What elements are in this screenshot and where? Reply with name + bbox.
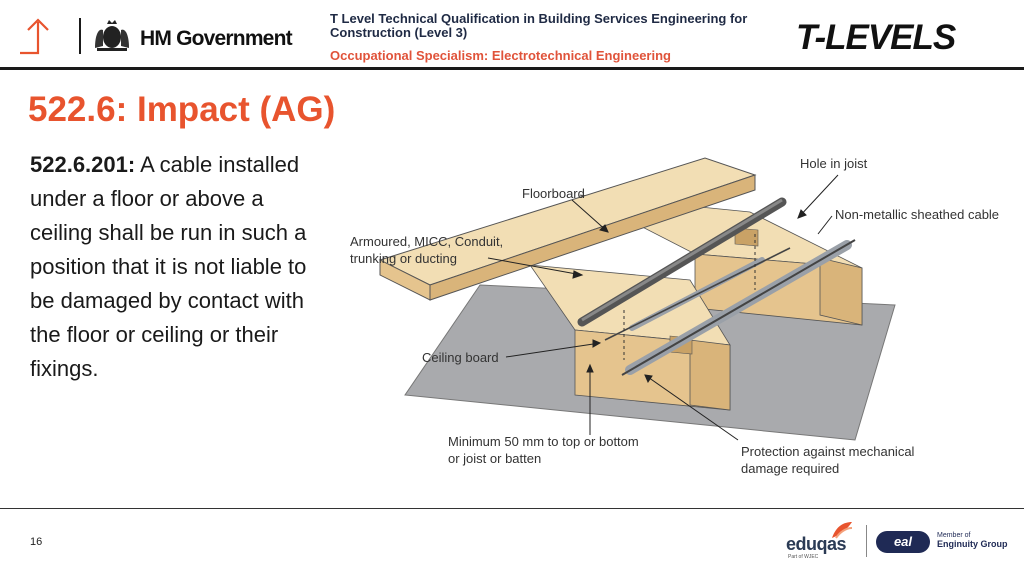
conduit-highlight [581,198,783,322]
label-armoured-line1: Armoured, MICC, Conduit, [350,234,503,249]
slide-title: 522.6: Impact (AG) [28,90,336,129]
footer-logo-divider [866,525,867,557]
enginuity-group-logo: Member of Enginuity Group [937,532,1008,549]
leader-line [487,257,583,276]
t-level-arrow-logo-icon [20,18,49,55]
eduqas-leaf-icon [832,522,853,539]
eduqas-logo: eduqas [786,534,847,554]
back-joist-end [819,257,863,326]
regulation-reference: 522.6.201: [30,152,136,177]
label-floorboard: Floorboard [522,186,585,201]
leader-line [817,215,833,235]
joist-notch [734,227,759,247]
leader-lines [487,174,839,441]
enginuity-member-text: Member of [937,532,971,539]
front-joist-end [689,339,731,411]
leader-arrowhead [599,224,609,233]
label-non-metallic-cable: Non-metallic sheathed cable [835,207,999,222]
regulation-body: A cable installed under a floor or above… [30,152,307,381]
hm-government-name: HM Government [140,27,293,50]
label-protection-line2: damage required [741,461,839,476]
logo-divider [79,18,81,54]
label-minimum-line1: Minimum 50 mm to top or bottom [448,434,639,449]
label-ceiling-board: Ceiling board [422,350,499,365]
regulation-text: 522.6.201: A cable installed under a flo… [30,148,330,386]
enginuity-group-text: Enginuity Group [937,539,1008,549]
page-number: 16 [30,536,43,548]
label-minimum-line2: or joist or batten [448,451,541,466]
leader-line [505,342,601,358]
qualification-title: T Level Technical Qualification in Build… [330,11,748,40]
sheathed-cable-core [604,247,791,341]
header: HM Government T Level Technical Qualific… [0,0,1024,70]
label-protection-line1: Protection against mechanical [741,444,915,459]
floorboard-edge [429,174,756,301]
royal-crest-icon [95,20,129,51]
leader-line [797,174,839,219]
occupational-specialism: Occupational Specialism: Electrotechnica… [330,48,671,63]
conduit-pipe [577,197,787,327]
eal-logo: eal [876,531,930,553]
label-hole-in-joist: Hole in joist [800,156,868,171]
leader-arrowhead [797,209,807,219]
label-armoured-line2: trunking or ducting [350,251,457,266]
leader-arrowhead [592,339,602,348]
leader-arrowhead [644,374,653,384]
sheathed-cable-core [621,239,856,376]
header-divider [0,67,1024,70]
t-levels-logo: T-LEVELS [796,18,956,57]
leader-arrowhead [586,363,594,373]
eduqas-subtitle: Part of WJEC [788,554,819,560]
footer-divider [0,508,1024,509]
cable-installation-diagram: Hole in joist Floorboard Non-metallic sh… [350,156,999,476]
leader-line [644,374,739,441]
leader-line [571,199,609,233]
leader-arrowhead [572,270,584,279]
